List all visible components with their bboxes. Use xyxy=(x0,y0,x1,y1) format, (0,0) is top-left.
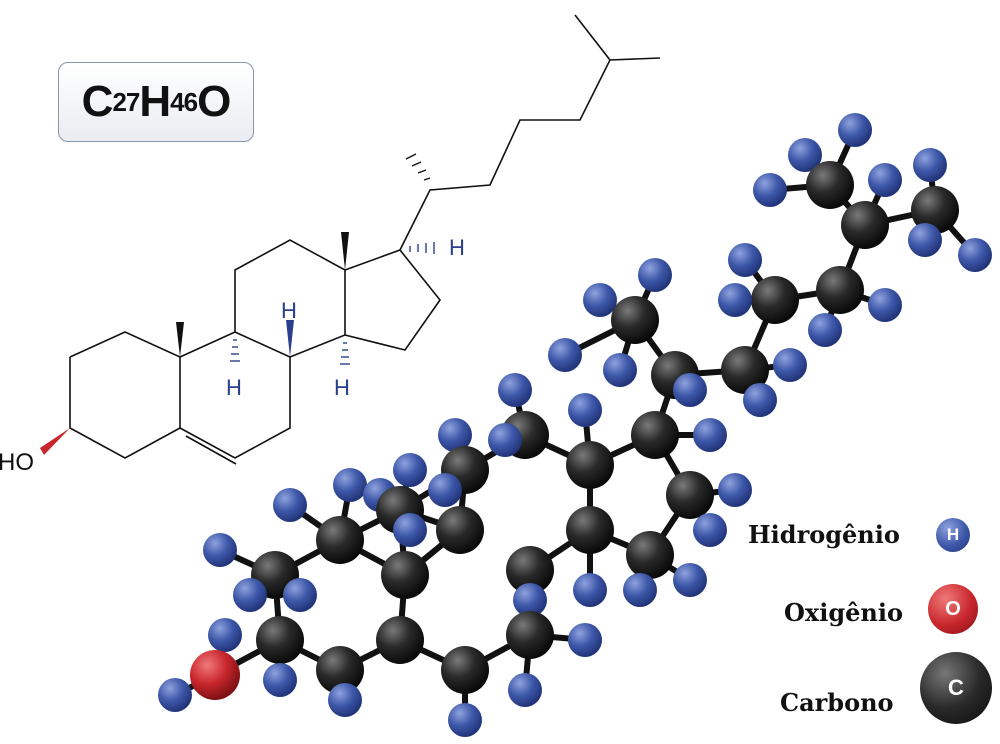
hydrogen-atom xyxy=(273,488,307,522)
ho-text: HO xyxy=(0,449,34,476)
hydrogen-atom xyxy=(428,473,462,507)
hydrogen-atom xyxy=(208,618,242,652)
hydrogen-atom xyxy=(393,513,427,547)
carbon-atom xyxy=(841,201,889,249)
hydrogen-atom xyxy=(693,513,727,547)
hydrogen-atom xyxy=(753,173,787,207)
carbon-atom xyxy=(611,296,659,344)
formula-c: C xyxy=(81,77,114,126)
hydrogen-atom xyxy=(788,138,822,172)
hydrogen-atom xyxy=(718,473,752,507)
carbon-atom xyxy=(721,346,769,394)
hydrogen-atom xyxy=(573,573,607,607)
hydrogen-atom xyxy=(718,283,752,317)
hydrogen-atom xyxy=(673,563,707,597)
carbon-atom xyxy=(316,646,364,694)
hydrogen-atom xyxy=(233,578,267,612)
hydrogen-atom xyxy=(958,238,992,272)
skeletal-structure: HO H H H H xyxy=(0,14,661,476)
hydrogen-atom xyxy=(513,583,547,617)
hydrogen-atom xyxy=(638,258,672,292)
oxygen-atom-icon: O xyxy=(928,584,978,634)
hydrogen-atom xyxy=(548,338,582,372)
formula-h: H xyxy=(139,77,171,126)
hydrogen-atom xyxy=(448,703,482,737)
hydrogen-atom xyxy=(743,383,777,417)
carbon-atom xyxy=(666,471,714,519)
hydrogen-atom xyxy=(333,468,367,502)
hydrogen-atom xyxy=(623,573,657,607)
carbon-atom xyxy=(436,506,484,554)
carbon-atom xyxy=(806,161,854,209)
formula-o: O xyxy=(197,77,231,126)
hydrogen-labels: H H H H xyxy=(226,235,465,400)
hydrogen-atom xyxy=(488,423,522,457)
carbon-atom xyxy=(376,616,424,664)
hydrogen-atom xyxy=(583,283,617,317)
carbon-atom xyxy=(626,531,674,579)
hydrogen-atom xyxy=(673,373,707,407)
hydrogen-atom xyxy=(568,393,602,427)
carbon-atom xyxy=(506,546,554,594)
carbon-atom xyxy=(441,646,489,694)
hydrogen-atom xyxy=(393,453,427,487)
legend-oxygen-label: Oxigênio xyxy=(784,598,903,627)
carbon-atom xyxy=(911,186,959,234)
h-label: H xyxy=(226,375,242,400)
h-label: H xyxy=(334,375,350,400)
legend-hydrogen-label: Hidrogênio xyxy=(748,520,900,549)
h-label: H xyxy=(449,235,465,260)
hydrogen-atom xyxy=(868,163,902,197)
carbon-atom xyxy=(256,616,304,664)
hydrogen-atom xyxy=(728,243,762,277)
carbon-atom xyxy=(566,441,614,489)
hydrogen-atom xyxy=(203,533,237,567)
hydrogen-atom xyxy=(808,313,842,347)
carbon-atom xyxy=(816,266,864,314)
hydrogen-atom xyxy=(773,348,807,382)
hydrogen-atom xyxy=(908,223,942,257)
carbon-atom xyxy=(751,276,799,324)
carbon-atom xyxy=(506,611,554,659)
hydrogen-atom xyxy=(508,673,542,707)
hydroxyl-label: HO xyxy=(0,449,34,476)
hydrogen-atom-icon: H xyxy=(936,518,970,552)
hydrogen-atom xyxy=(838,113,872,147)
hydrogen-atom xyxy=(158,678,192,712)
hydrogen-atom xyxy=(438,418,472,452)
carbon-atom-icon: C xyxy=(920,652,992,724)
hydrogen-atom xyxy=(693,418,727,452)
hydrogen-atom xyxy=(283,578,317,612)
carbon-atom xyxy=(566,506,614,554)
hydrogen-atom xyxy=(263,663,297,697)
formula-h-count: 46 xyxy=(170,86,198,117)
carbon-atom xyxy=(316,516,364,564)
oxygen-atom xyxy=(190,650,240,700)
hydrogen-atom xyxy=(498,373,532,407)
hydrogen-atom xyxy=(913,148,947,182)
stereo-bonds xyxy=(40,153,435,455)
hydrogen-atom xyxy=(328,683,362,717)
carbon-atom xyxy=(631,411,679,459)
h-label: H xyxy=(281,298,297,323)
legend-carbon-label: Carbono xyxy=(780,688,894,717)
hydrogen-atom xyxy=(603,353,637,387)
hydrogen-atom xyxy=(568,623,602,657)
hydrogen-atom xyxy=(868,288,902,322)
formula-c-count: 27 xyxy=(112,86,140,117)
carbon-atom xyxy=(381,551,429,599)
